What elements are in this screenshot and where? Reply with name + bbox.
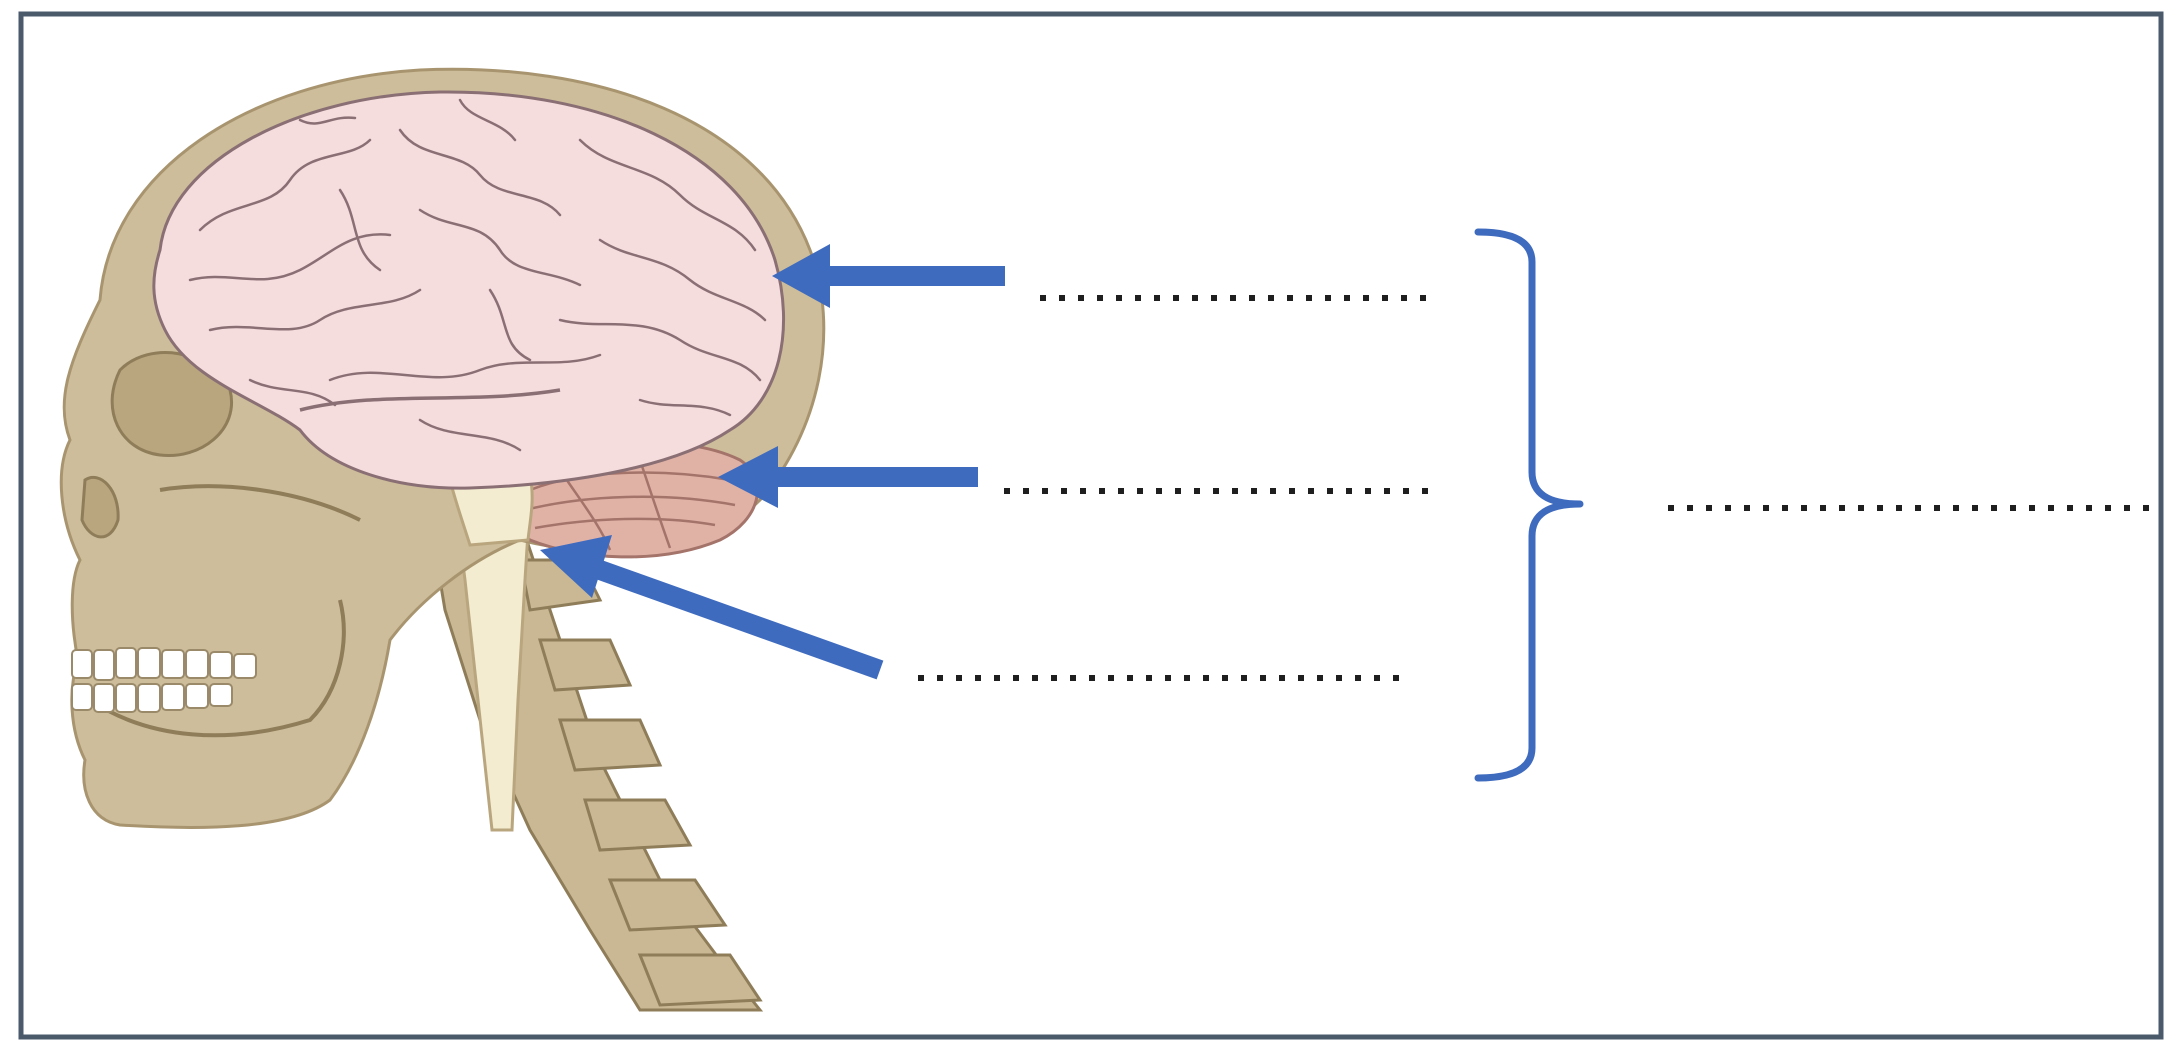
brain-diagram [0, 0, 2171, 1045]
diagram-canvas [0, 0, 2171, 1045]
